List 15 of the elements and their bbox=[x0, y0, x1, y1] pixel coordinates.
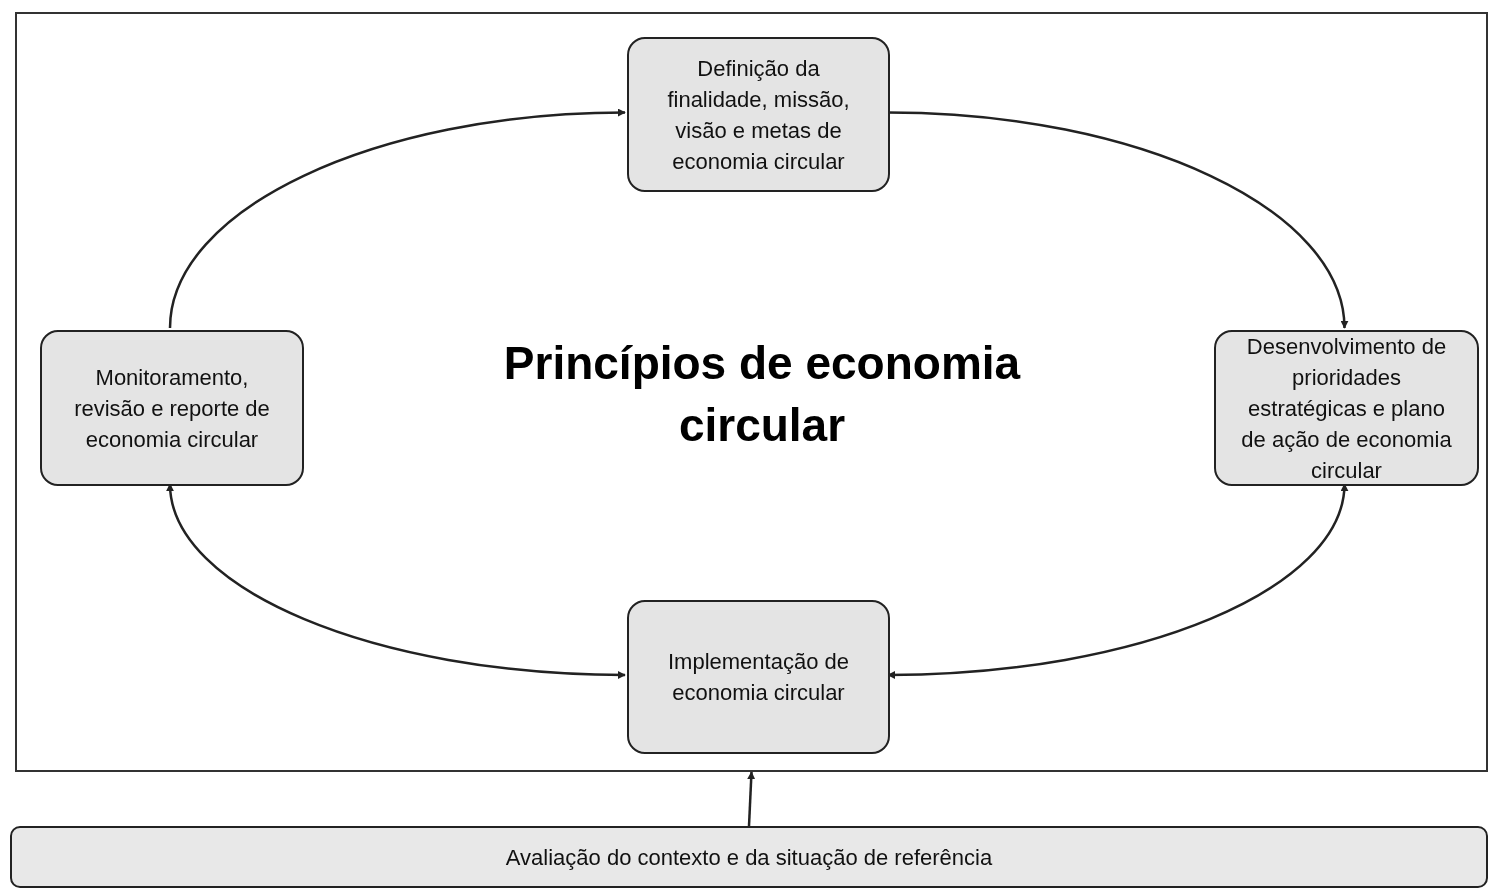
box-text: Desenvolvimento de prioridades estratégicas e plano de ação de economia circular bbox=[1240, 332, 1453, 485]
arrow bbox=[167, 483, 626, 679]
process-box bbox=[40, 330, 304, 486]
arrow bbox=[168, 108, 626, 329]
process-box bbox=[627, 37, 890, 192]
box-text: Avaliação do contexto e da situação de referência bbox=[505, 843, 993, 872]
box-text: Implementação de economia circular bbox=[667, 648, 850, 707]
base-bar bbox=[10, 826, 1488, 888]
frame-border bbox=[15, 12, 1488, 772]
frame-heading: Princípios de economia circular bbox=[502, 336, 1022, 453]
box-text: Definição da finalidade, missão, visão e metas de economia circular bbox=[666, 54, 851, 176]
process-box bbox=[1214, 330, 1479, 486]
process-box bbox=[627, 600, 890, 754]
arrow bbox=[747, 771, 756, 827]
box-text: Monitoramento, revisão e reporte de economia circular bbox=[73, 363, 271, 454]
